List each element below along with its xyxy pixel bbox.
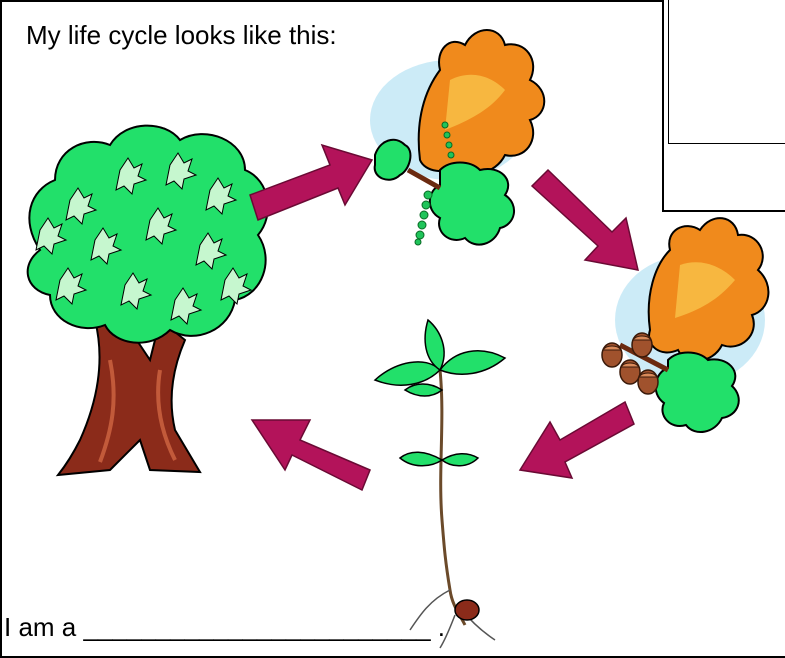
answer-prefix: I am a [4, 612, 83, 642]
arrow-tree-to-flowers [250, 145, 372, 220]
arrow-acorns-to-seedling [520, 402, 634, 478]
arrow-seedling-to-tree [252, 420, 370, 490]
oak-leaves-with-catkins-icon [370, 30, 544, 245]
oak-seedling-icon [375, 320, 505, 648]
arrow-flowers-to-acorns [532, 170, 638, 270]
answer-suffix: . [431, 612, 445, 642]
tree-icon [28, 126, 268, 475]
answer-blank[interactable]: ________________________ [83, 612, 430, 642]
answer-line: I am a ________________________ . [4, 612, 445, 643]
